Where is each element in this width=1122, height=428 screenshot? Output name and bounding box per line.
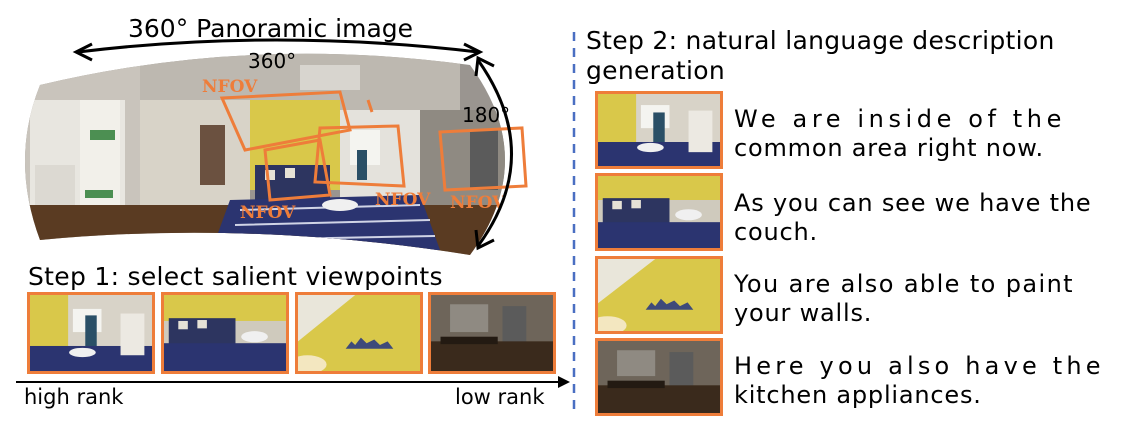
caption-1-line2: common area right now. (734, 134, 1044, 162)
rank-low-label: low rank (455, 385, 545, 409)
step2-thumb-2 (595, 173, 723, 251)
arrow-180 (476, 59, 513, 247)
panorama-title: 360° Panoramic image (128, 14, 414, 43)
step2-title-line1: Step 2: natural language description (586, 26, 1055, 55)
nfov-frame-1 (219, 90, 352, 152)
rank-high-label: high rank (24, 385, 124, 409)
step2-title-line2: generation (586, 56, 725, 85)
caption-3-line2: your walls. (734, 299, 873, 327)
caption-3: You are also able to paint your walls. (734, 270, 1104, 328)
step2-thumb-1 (595, 91, 723, 169)
angle-180-label: 180° (462, 103, 510, 127)
arrow-360 (77, 38, 479, 54)
nfov-label-4: NFOV (450, 193, 506, 213)
step2-thumb-3 (595, 256, 723, 334)
caption-1-line1: We are inside of the (734, 105, 1066, 133)
dashed-divider (572, 32, 576, 412)
nfov-frame-4 (438, 126, 528, 192)
nfov-frame-2 (263, 138, 332, 202)
step2-thumb-4 (595, 338, 723, 416)
step1-title: Step 1: select salient viewpoints (28, 262, 443, 291)
caption-4-line2: kitchen appliances. (734, 381, 982, 409)
caption-2: As you can see we have the couch. (734, 189, 1104, 247)
step1-thumb-3 (295, 292, 423, 374)
caption-1: We are inside of the common area right n… (734, 105, 1104, 163)
panorama-figure: NFOV NFOV NFOV NFOV 360° 180° (25, 38, 528, 255)
step1-thumb-4 (428, 292, 556, 374)
caption-2-line1: As you can see we have the (734, 189, 1092, 217)
nfov-label-3: NFOV (375, 190, 431, 210)
caption-4: Here you also have the kitchen appliance… (734, 352, 1104, 410)
nfov-label-1: NFOV (202, 77, 258, 97)
caption-3-line1: You are also able to paint (734, 270, 1074, 298)
caption-2-line2: couch. (734, 218, 818, 246)
nfov-label-2: NFOV (240, 203, 296, 223)
nfov-frame-3 (313, 124, 406, 188)
rank-arrow (16, 376, 570, 388)
step1-thumb-1 (27, 292, 155, 374)
caption-4-line1: Here you also have the (734, 352, 1105, 380)
angle-360-label: 360° (248, 49, 296, 73)
step1-thumb-2 (161, 292, 289, 374)
